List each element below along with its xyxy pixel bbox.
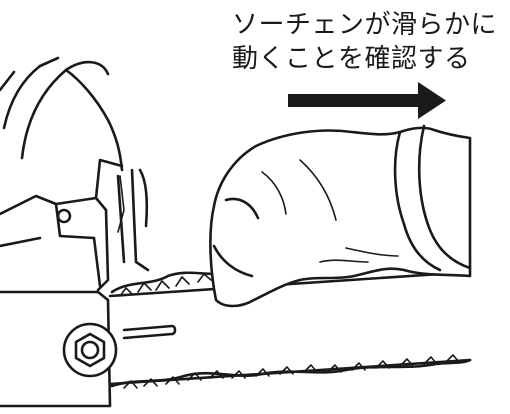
gloved-hand-icon: [209, 124, 472, 308]
instruction-caption: ソーチェンが滑らかに 動くことを確認する: [232, 8, 502, 76]
caption-line-1: ソーチェンが滑らかに: [232, 10, 498, 40]
chainsaw-body: [0, 56, 150, 408]
caption-line-2: 動くことを確認する: [232, 44, 471, 74]
arrow-right-icon: [288, 82, 446, 119]
